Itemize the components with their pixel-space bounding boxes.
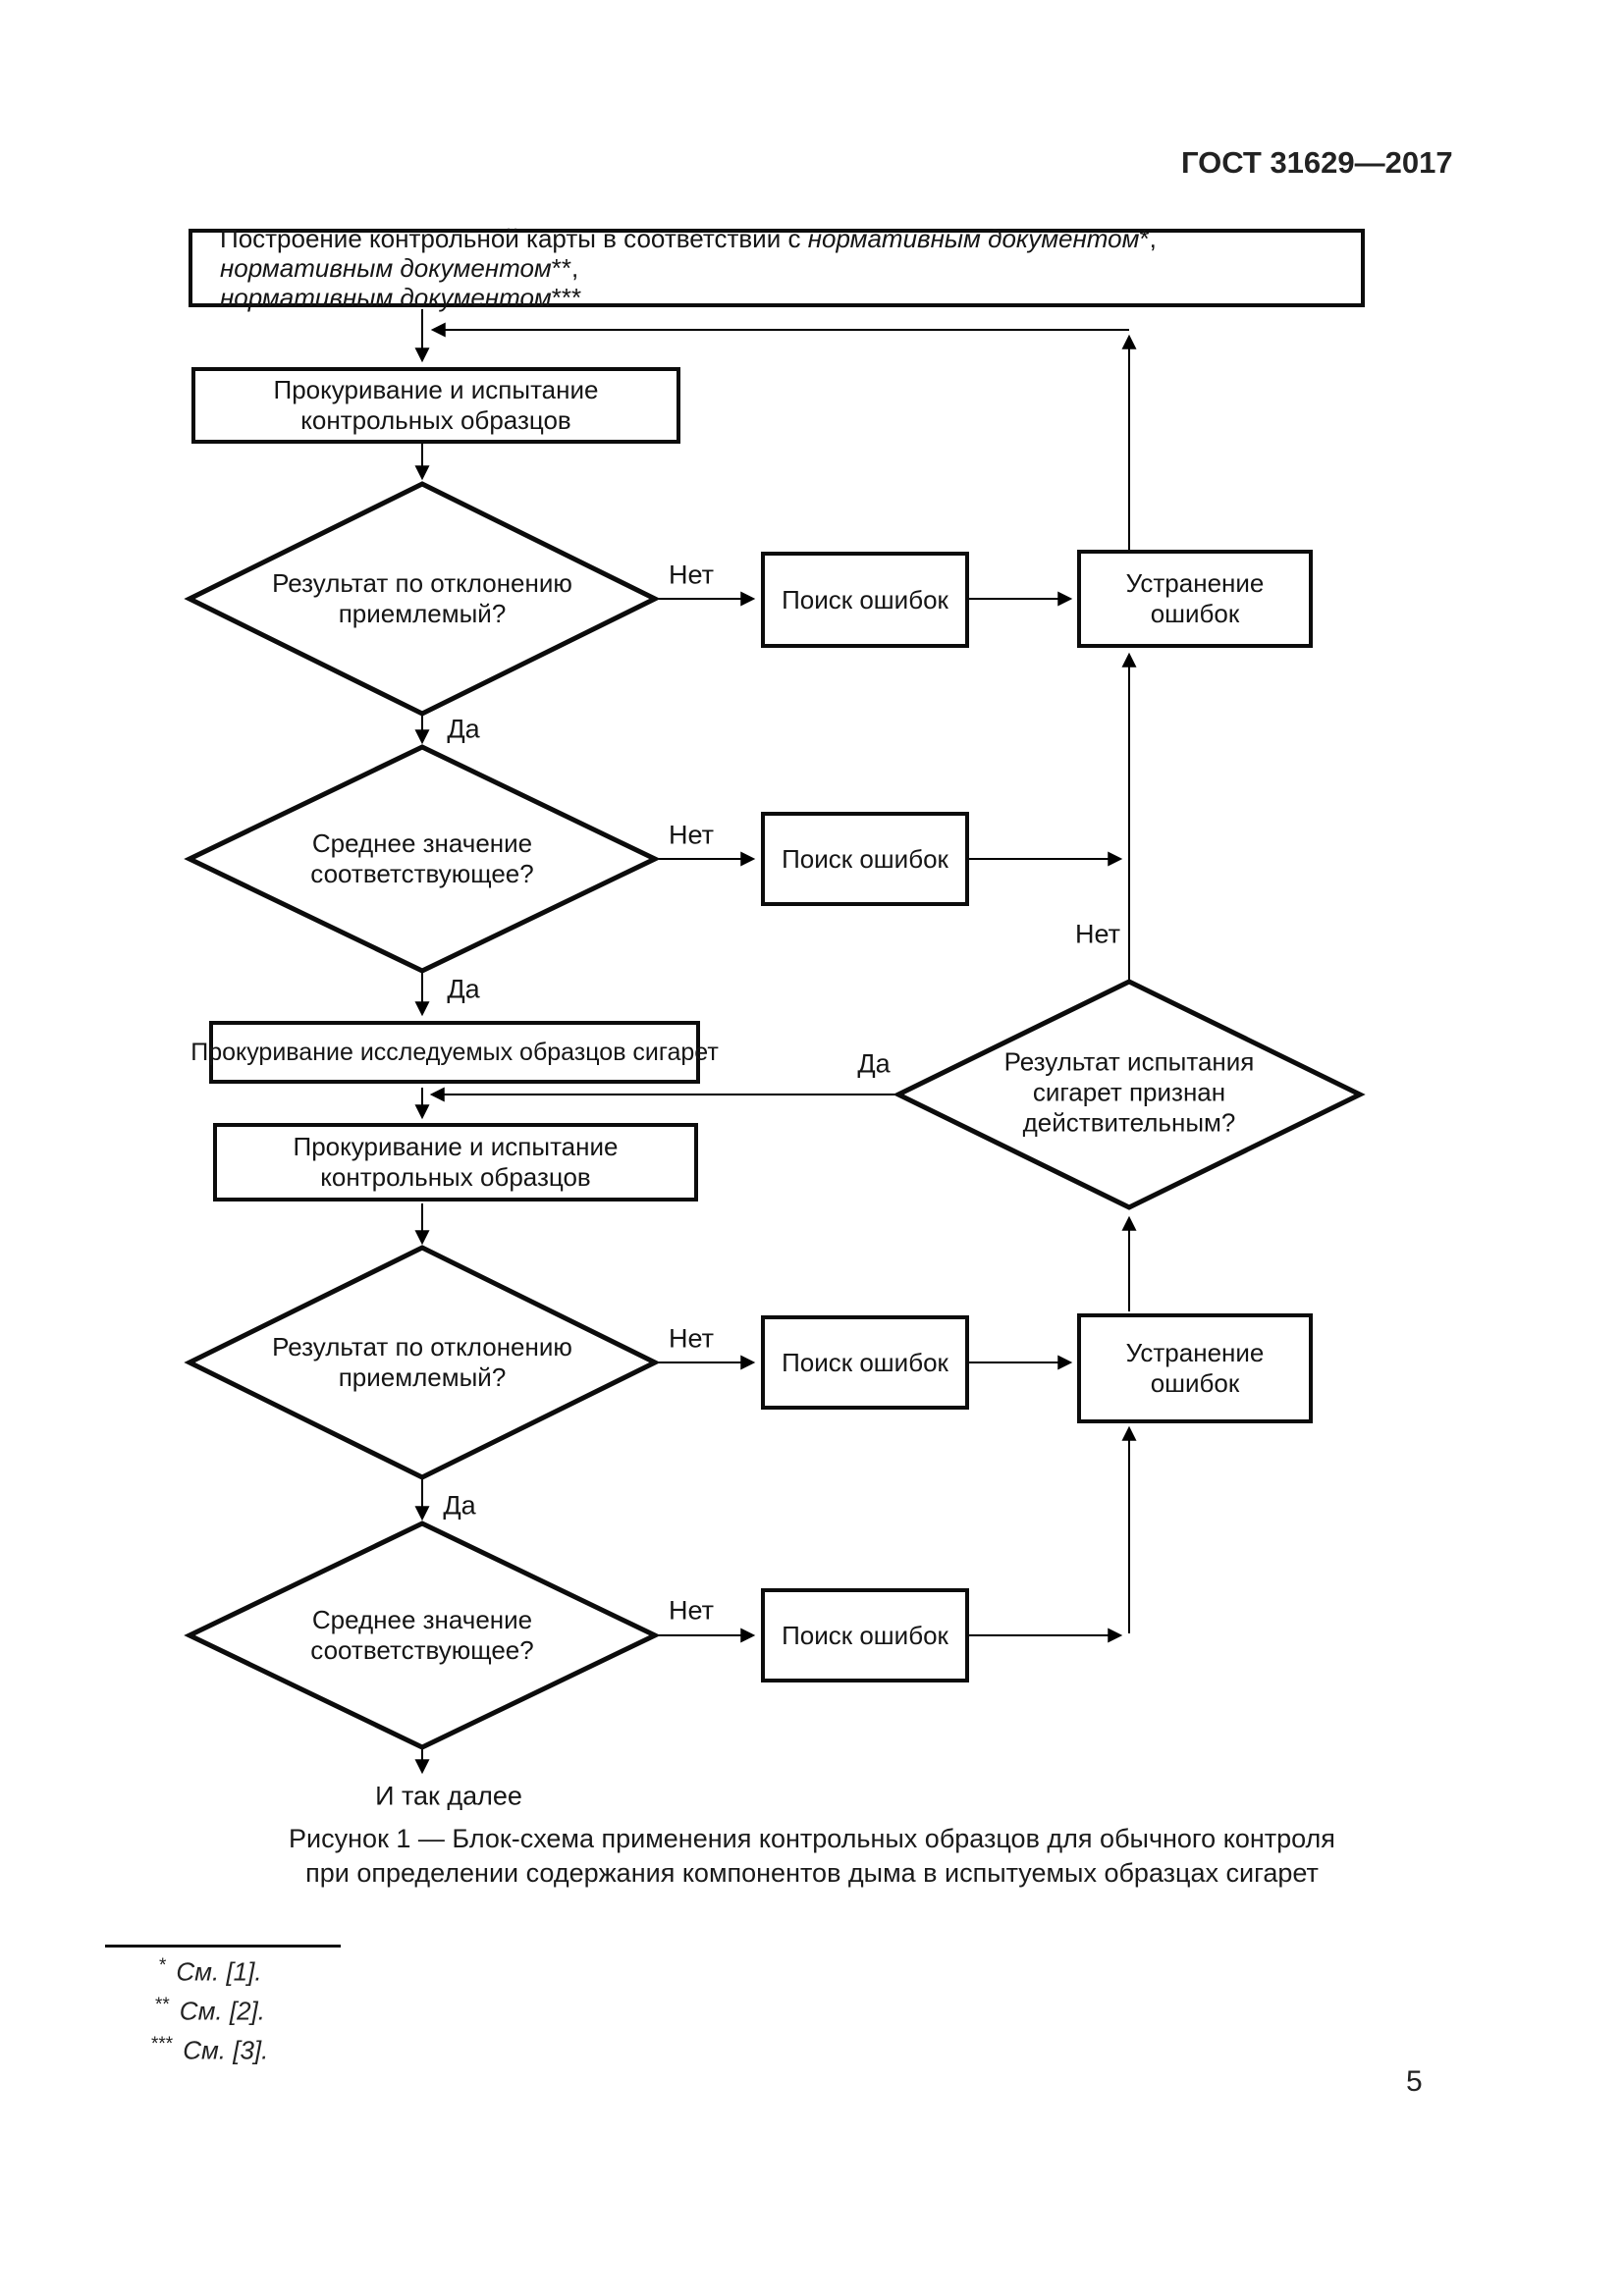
footnote-3-marker: *** — [151, 2034, 174, 2055]
page-number: 5 — [1406, 2065, 1423, 2098]
diamond-deviation-check-1-shape — [184, 481, 661, 717]
node-label: Прокуривание и испытание контрольных обр… — [293, 1132, 619, 1192]
label-no-3: Нет — [1075, 919, 1120, 949]
label-no-5: Нет — [669, 1595, 714, 1626]
label-no-2: Нет — [669, 820, 714, 850]
label-no-4: Нет — [669, 1323, 714, 1354]
footnote-2: ** См. [2]. — [155, 1995, 265, 2027]
node-mean-check-1: Среднее значение соответствующее? — [310, 828, 534, 888]
etc-label: И так далее — [375, 1781, 522, 1811]
start-box-line2: нормативным документом*** — [220, 283, 582, 312]
label-no-1: Нет — [669, 560, 714, 590]
node-mean-check-2: Среднее значение соответствующее? — [310, 1605, 534, 1665]
diamond-mean-check-1-shape — [184, 744, 661, 974]
node-label: Поиск ошибок — [782, 843, 948, 874]
node-smoke-control-1: Прокуривание и испытание контрольных обр… — [191, 367, 680, 444]
footnote-2-marker: ** — [155, 1995, 170, 2015]
node-error-fix-1: Устранение ошибок — [1077, 550, 1313, 648]
footnote-2-text: См. [2]. — [179, 1996, 265, 2026]
node-start-box: Построение контрольной карты в соответст… — [189, 224, 1365, 312]
node-deviation-check-2: Результат по отклонению приемлемый? — [272, 1332, 572, 1392]
node-label: Прокуривание и испытание контрольных обр… — [273, 375, 599, 435]
footnote-divider — [105, 1945, 341, 1948]
node-smoke-test: Прокуривание исследуемых образцов сигаре… — [190, 1021, 719, 1084]
node-label: Устранение ошибок — [1125, 1338, 1265, 1398]
node-label: Прокуривание исследуемых образцов сигаре… — [190, 1038, 719, 1066]
node-smoke-control-2: Прокуривание и испытание контрольных обр… — [213, 1123, 698, 1201]
node-error-search-4: Поиск ошибок — [761, 1588, 969, 1682]
figure-caption: Рисунок 1 — Блок-схема применения контро… — [223, 1822, 1401, 1891]
node-error-search-2: Поиск ошибок — [761, 812, 969, 906]
node-label: Поиск ошибок — [782, 1620, 948, 1650]
footnote-3: *** См. [3]. — [151, 2034, 268, 2066]
node-error-search-1: Поиск ошибок — [761, 552, 969, 648]
footnote-1: * См. [1]. — [159, 1955, 262, 1988]
diamond-validity-check-shape — [893, 979, 1366, 1210]
figure-caption-line2: при определении содержания компонентов д… — [305, 1858, 1319, 1888]
footnote-1-marker: * — [159, 1955, 167, 1976]
start-box-line1: Построение контрольной карты в соответст… — [220, 224, 1157, 283]
diamond-mean-check-2-shape — [184, 1521, 661, 1750]
node-label: Поиск ошибок — [782, 1347, 948, 1377]
label-yes-3: Да — [857, 1048, 891, 1079]
label-yes-1: Да — [447, 714, 480, 744]
label-yes-2: Да — [447, 974, 480, 1004]
node-deviation-check-1: Результат по отклонению приемлемый? — [272, 568, 572, 628]
node-error-fix-2: Устранение ошибок — [1077, 1313, 1313, 1423]
node-validity-check: Результат испытания сигарет признан дейс… — [1003, 1046, 1255, 1138]
node-error-search-3: Поиск ошибок — [761, 1315, 969, 1410]
node-label: Устранение ошибок — [1125, 568, 1265, 628]
footnote-1-text: См. [1]. — [176, 1956, 262, 1987]
footnote-3-text: См. [3]. — [183, 2035, 269, 2065]
standard-number: ГОСТ 31629—2017 — [1181, 145, 1453, 180]
diamond-deviation-check-2-shape — [184, 1245, 661, 1480]
figure-caption-line1: Рисунок 1 — Блок-схема применения контро… — [289, 1824, 1335, 1853]
node-label: Поиск ошибок — [782, 584, 948, 614]
label-yes-4: Да — [443, 1490, 476, 1521]
